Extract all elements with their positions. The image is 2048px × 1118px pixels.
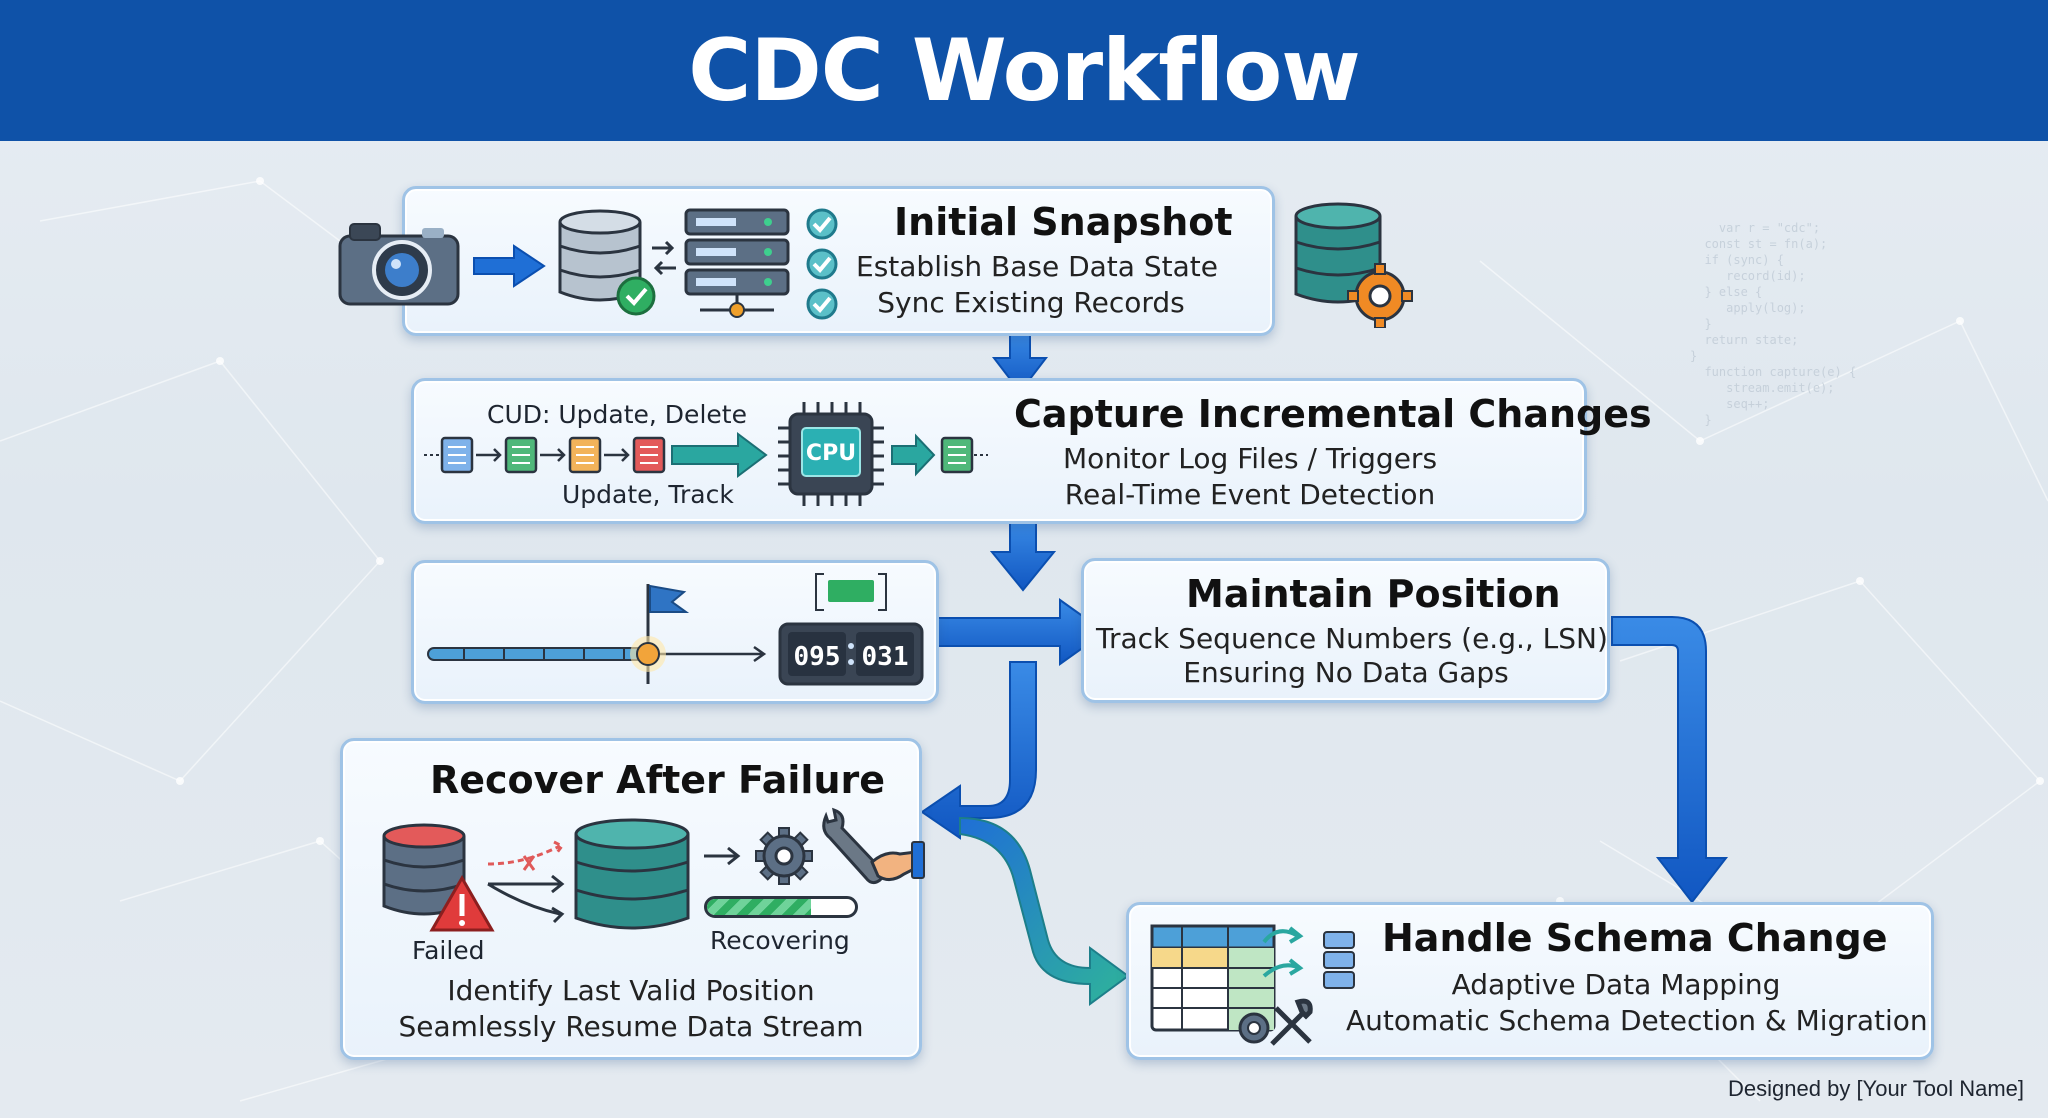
- recover-title: Recover After Failure: [430, 758, 886, 802]
- position-title: Maintain Position: [1186, 572, 1561, 616]
- page-title: CDC Workflow: [688, 20, 1360, 121]
- schema-line2: Automatic Schema Detection & Migration: [1346, 1004, 1928, 1037]
- recover-line1: Identify Last Valid Position: [447, 974, 815, 1007]
- sequence-counter-icon: 095 031: [778, 573, 924, 686]
- background-code: var r = "cdc"; const st = fn(a); if (syn…: [1690, 221, 1857, 427]
- gear-icon: [704, 827, 813, 885]
- reroute-arrows-icon: [487, 840, 565, 924]
- database-settings-icon: [1294, 202, 1413, 328]
- database-icon: [574, 818, 690, 930]
- step-maintain-position: [1081, 558, 1610, 703]
- arrow-right-icon: [473, 244, 546, 288]
- snapshot-line1: Establish Base Data State: [856, 250, 1218, 283]
- cud-label: CUD: Update, Delete: [487, 400, 747, 429]
- background-network: [0, 177, 2048, 1102]
- schema-table-icon: [1150, 924, 1355, 1046]
- checklist-icon: [806, 208, 838, 320]
- position-line1: Track Sequence Numbers (e.g., LSN): [1096, 622, 1608, 655]
- step-capture-changes: [411, 378, 1587, 524]
- position-line2: Ensuring No Data Gaps: [1183, 656, 1509, 689]
- footer-credit: Designed by [Your Tool Name]: [1728, 1076, 2024, 1101]
- output-event-icon: [891, 433, 988, 477]
- sync-arrows-icon: [652, 240, 676, 276]
- server-rack-icon: [684, 208, 790, 318]
- recovering-progress-fill: [707, 899, 811, 915]
- database-check-icon: [558, 209, 656, 316]
- schema-line1: Adaptive Data Mapping: [1451, 968, 1781, 1001]
- capture-line1: Monitor Log Files / Triggers: [1062, 442, 1438, 475]
- snapshot-title: Initial Snapshot: [894, 200, 1233, 244]
- track-label: Update, Track: [562, 480, 734, 509]
- header-bar: CDC Workflow: [0, 0, 2048, 141]
- wrench-hand-icon: [822, 807, 925, 885]
- recover-line2: Seamlessly Resume Data Stream: [398, 1010, 864, 1043]
- cpu-icon: CPU: [778, 402, 884, 506]
- timeline-flag-icon: [427, 584, 767, 684]
- cpu-label: CPU: [806, 441, 856, 466]
- counter-right: 031: [862, 642, 909, 672]
- counter-left: 095: [794, 642, 841, 672]
- capture-line2: Real-Time Event Detection: [1064, 478, 1436, 511]
- recovering-label: Recovering: [710, 926, 850, 955]
- snapshot-line2: Sync Existing Records: [877, 286, 1185, 319]
- recovering-progress-bar: [704, 896, 858, 918]
- camera-icon: [338, 223, 460, 306]
- event-stream-icon: [424, 432, 768, 478]
- failed-label: Failed: [412, 936, 485, 965]
- failed-database-icon: [382, 823, 495, 932]
- schema-title: Handle Schema Change: [1382, 916, 1888, 960]
- capture-title: Capture Incremental Changes: [1014, 392, 1652, 436]
- step-initial-snapshot: [402, 186, 1275, 336]
